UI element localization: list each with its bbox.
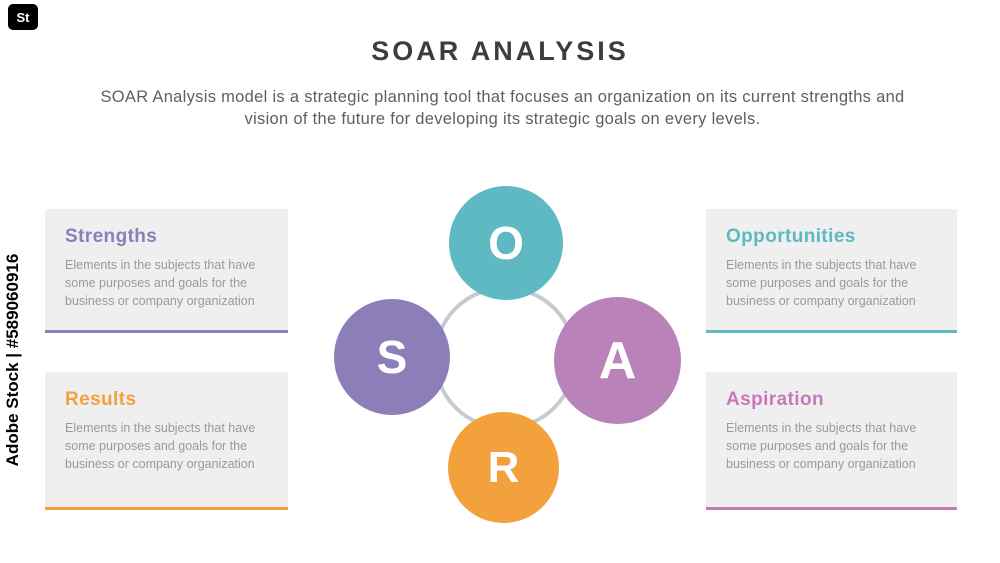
- circle-s: S: [334, 299, 450, 415]
- card-results-body: Elements in the subjects that have some …: [65, 421, 256, 471]
- adobe-stock-logo: St: [8, 4, 38, 30]
- card-opportunities-title: Opportunities: [726, 226, 856, 247]
- card-opportunities: Opportunities Elements in the subjects t…: [706, 209, 957, 333]
- card-opportunities-body: Elements in the subjects that have some …: [726, 258, 917, 308]
- card-results-title: Results: [65, 389, 137, 410]
- circle-r: R: [448, 412, 559, 523]
- circle-a-letter: A: [598, 331, 637, 390]
- circle-s-letter: S: [376, 331, 408, 383]
- adobe-stock-logo-text: St: [16, 9, 30, 25]
- card-aspiration-body: Elements in the subjects that have some …: [726, 421, 917, 471]
- card-strengths-body: Elements in the subjects that have some …: [65, 258, 256, 308]
- page-description: SOAR Analysis model is a strategic plann…: [100, 88, 905, 129]
- card-strengths: Strengths Elements in the subjects that …: [45, 209, 288, 333]
- page-title: SOAR ANALYSIS: [371, 36, 629, 66]
- circle-o-letter: O: [488, 217, 524, 269]
- card-aspiration: Aspiration Elements in the subjects that…: [706, 372, 957, 510]
- circle-r-letter: R: [487, 442, 520, 492]
- circle-o: O: [449, 186, 563, 300]
- card-aspiration-title: Aspiration: [726, 389, 824, 410]
- card-strengths-title: Strengths: [65, 226, 158, 247]
- card-results: Results Elements in the subjects that ha…: [45, 372, 288, 510]
- circle-a: A: [554, 297, 681, 424]
- watermark-text: Adobe Stock | #589060916: [3, 253, 22, 467]
